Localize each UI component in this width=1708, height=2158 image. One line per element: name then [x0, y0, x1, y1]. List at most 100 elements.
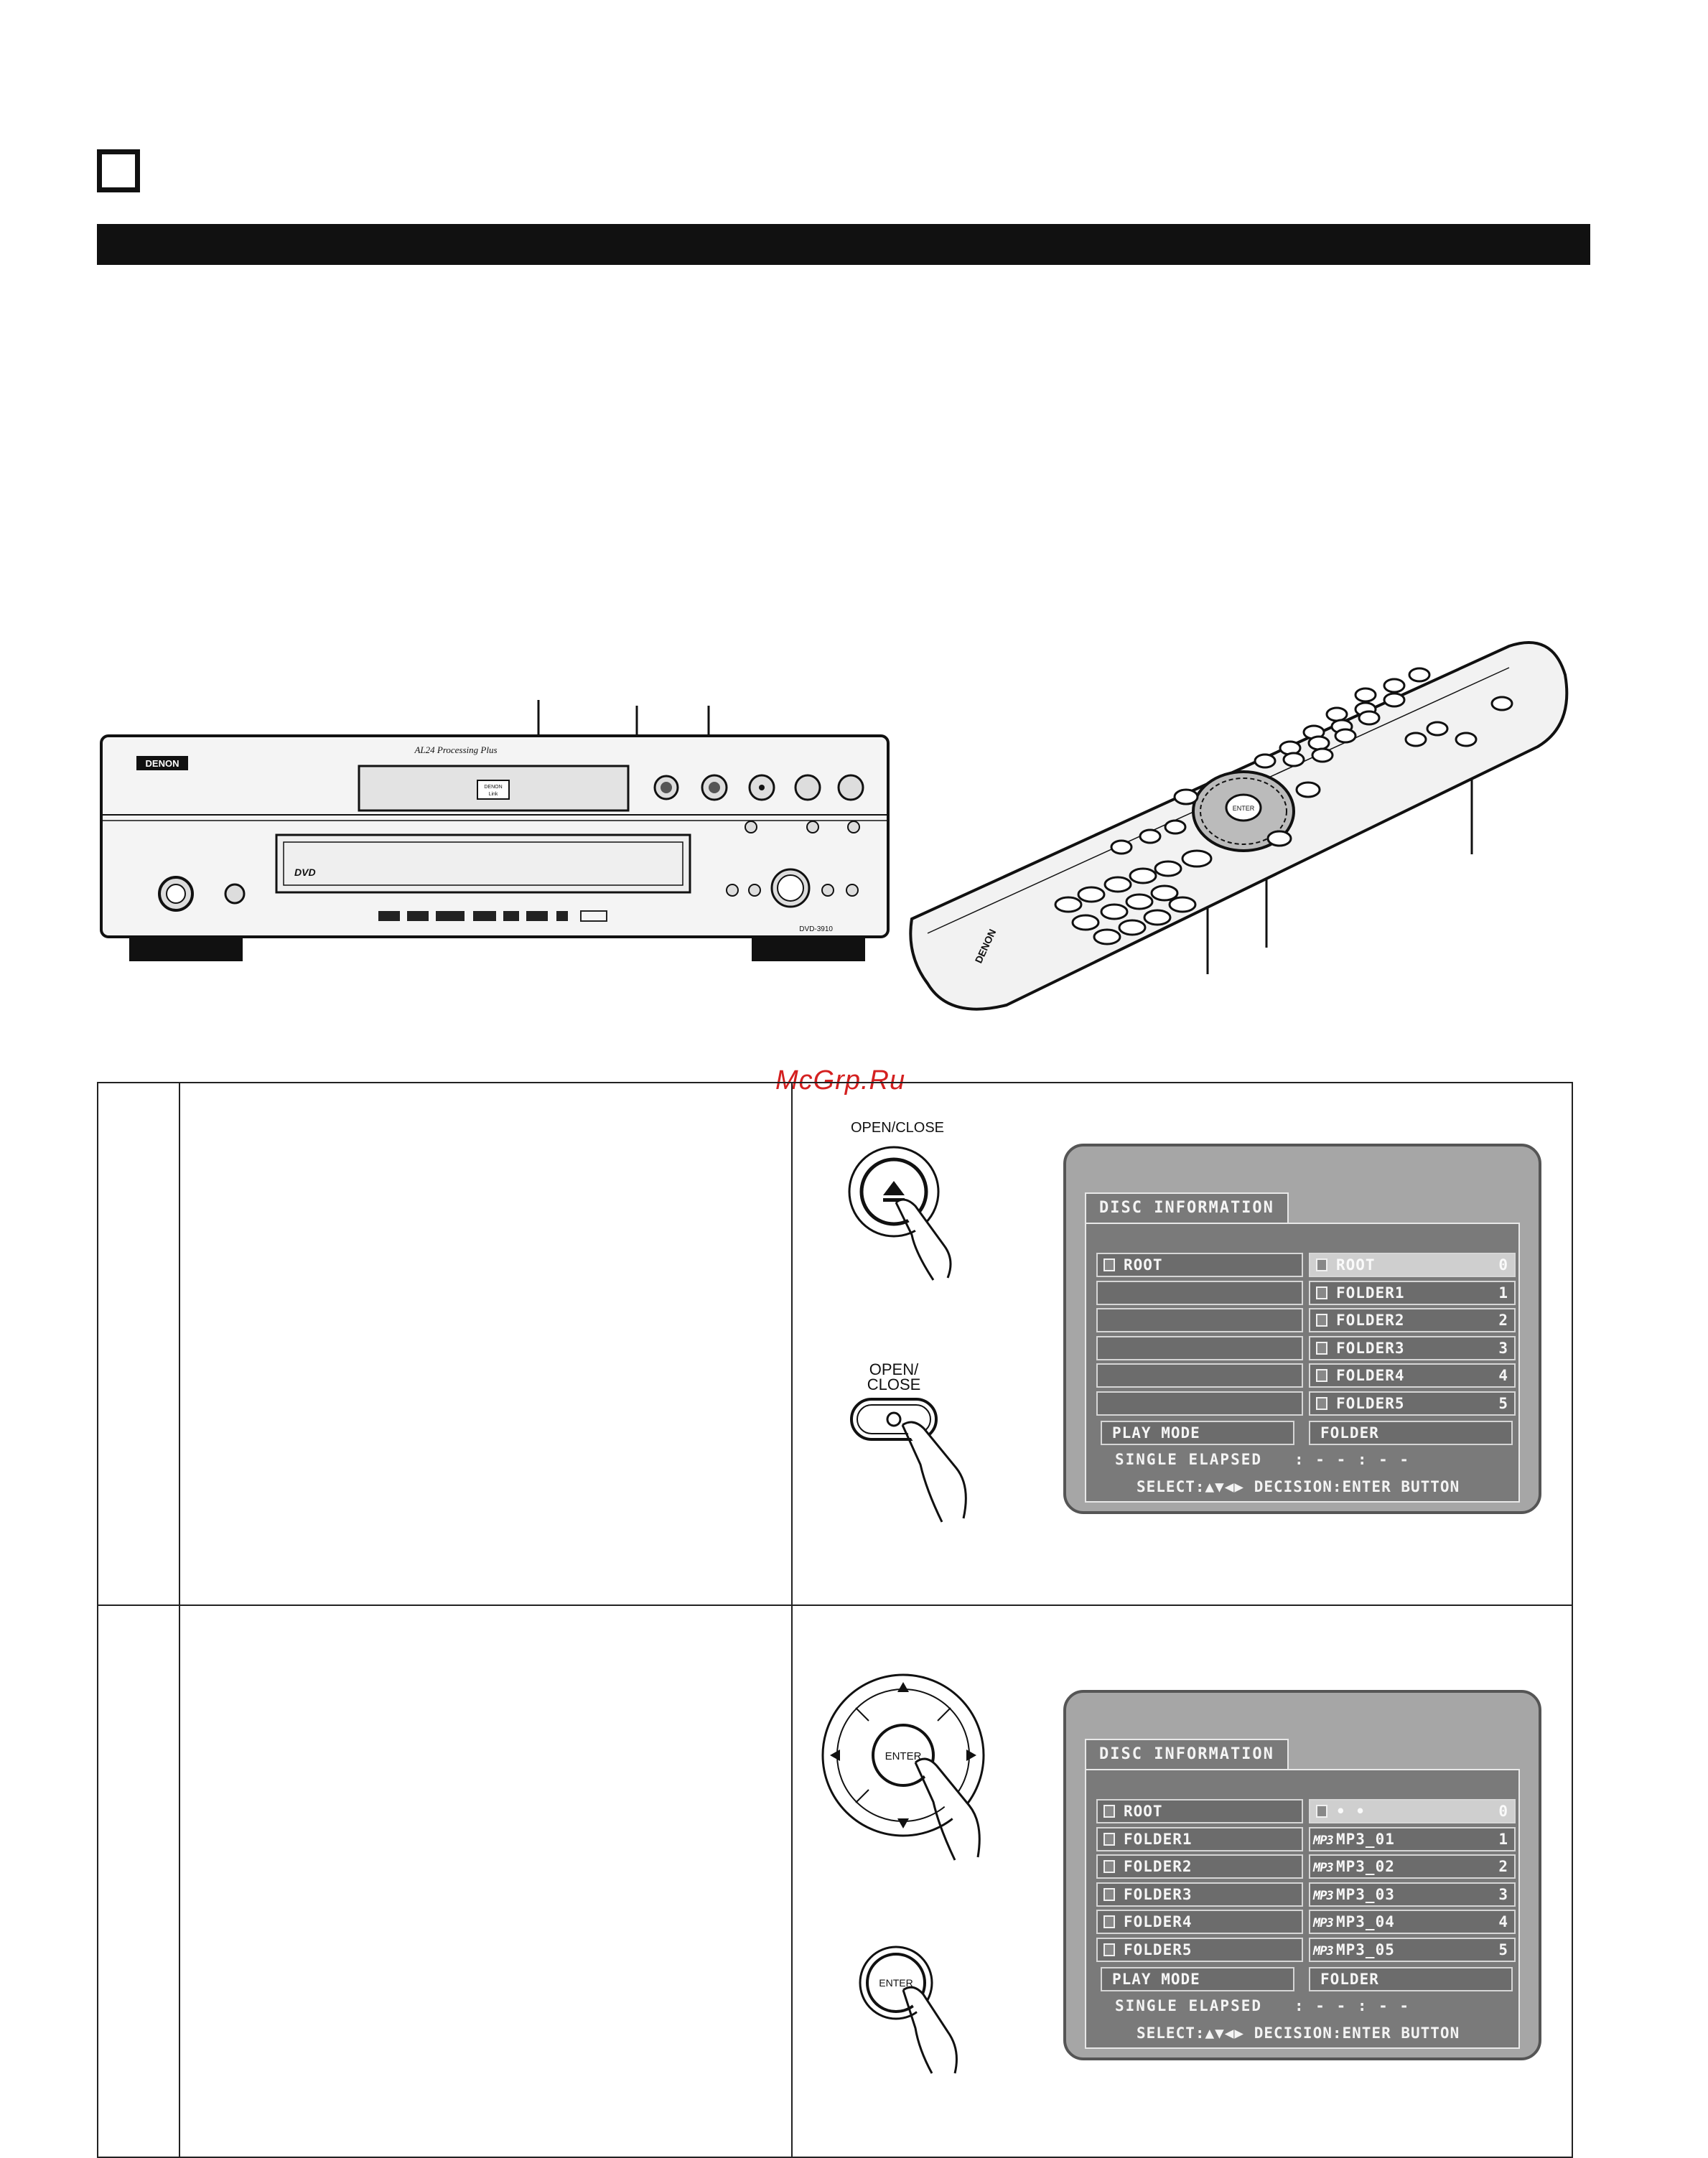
play-mode-label[interactable]: PLAY MODE	[1101, 1421, 1294, 1445]
eject-icon	[883, 1181, 905, 1195]
elapsed-value: : - - : - -	[1294, 1451, 1411, 1468]
osd-item-number: 1	[1498, 1284, 1508, 1302]
mp3-icon: MP3	[1313, 1833, 1334, 1848]
osd-list-item[interactable]: FOLDER4 4	[1309, 1363, 1516, 1388]
osd-item-label: FOLDER4	[1124, 1913, 1193, 1931]
folder-icon	[1316, 1341, 1327, 1355]
osd-list-item[interactable]: FOLDER3	[1096, 1882, 1303, 1907]
osd-item-label: FOLDER5	[1124, 1940, 1193, 1958]
osd-item-number: 5	[1498, 1940, 1508, 1958]
osd-list-item[interactable]: FOLDER2 2	[1309, 1308, 1516, 1333]
osd-tab-title: DISC INFORMATION	[1085, 1192, 1289, 1223]
osd-item-number: 5	[1498, 1394, 1508, 1412]
arrow-up-icon	[897, 1682, 909, 1692]
osd-item-number: 2	[1498, 1312, 1508, 1330]
folder-icon	[1316, 1314, 1327, 1327]
folder-icon	[1103, 1887, 1115, 1901]
osd-list-item[interactable]: ROOT 0	[1309, 1253, 1516, 1277]
osd-item-number: 3	[1498, 1339, 1508, 1357]
arrow-down-icon	[897, 1818, 909, 1828]
osd-list-item[interactable]	[1096, 1391, 1303, 1416]
osd-item-label: FOLDER2	[1336, 1312, 1405, 1330]
folder-icon	[1103, 1805, 1115, 1818]
arrow-left-icon	[830, 1750, 840, 1761]
osd-list-item[interactable]: FOLDER3 3	[1309, 1335, 1516, 1360]
section-title-bar	[97, 224, 1590, 265]
model-label: DVD-3910	[799, 925, 833, 933]
play-mode-value[interactable]: FOLDER	[1309, 1967, 1513, 1991]
remote-enter-label: ENTER	[1233, 805, 1255, 812]
osd-item-label: • •	[1336, 1803, 1366, 1820]
play-mode-label[interactable]: PLAY MODE	[1101, 1967, 1294, 1991]
select-instructions: SELECT:▲▼◀▶ DECISION:ENTER BUTTON	[1137, 1478, 1460, 1495]
osd-list-item[interactable]: FOLDER2	[1096, 1854, 1303, 1879]
osd-list-item[interactable]: ROOT	[1096, 1253, 1303, 1277]
osd-item-number: 1	[1498, 1830, 1508, 1848]
arrow-right-icon	[966, 1750, 976, 1761]
osd-list-item[interactable]: FOLDER5	[1096, 1937, 1303, 1962]
osd-list-item[interactable]: FOLDER1	[1096, 1826, 1303, 1851]
osd-item-label: FOLDER4	[1336, 1367, 1405, 1385]
hand-icon	[914, 1757, 981, 1861]
osd-item-number: 4	[1498, 1367, 1508, 1385]
osd-item-label: ROOT	[1124, 1256, 1163, 1274]
osd-list-item[interactable]	[1096, 1335, 1303, 1360]
elapsed-value: : - - : - -	[1294, 1997, 1411, 2014]
folder-icon	[1103, 1860, 1115, 1874]
osd-list-item[interactable]	[1096, 1308, 1303, 1333]
hand-icon	[901, 1421, 967, 1523]
osd-tab-title: DISC INFORMATION	[1085, 1739, 1289, 1769]
folder-icon	[1316, 1286, 1327, 1299]
elapsed-label: SINGLE ELAPSED	[1115, 1997, 1263, 2014]
folder-icon	[1103, 1832, 1115, 1846]
elapsed-label: SINGLE ELAPSED	[1115, 1451, 1263, 1468]
step-table	[97, 1082, 1573, 2158]
dvd-player-illustration: DENON AL24 Processing Plus DENON Link DV…	[100, 700, 890, 961]
osd-item-number: 0	[1498, 1803, 1508, 1820]
osd-item-label: FOLDER3	[1336, 1339, 1405, 1357]
osd-list-item[interactable]	[1096, 1363, 1303, 1388]
osd-item-label: ROOT	[1336, 1256, 1376, 1274]
osd-item-label: FOLDER1	[1336, 1284, 1405, 1302]
svg-text:DVD: DVD	[294, 867, 316, 878]
osd-list-item[interactable]: • • 0	[1309, 1799, 1516, 1823]
remote-open-close-button-illustration	[850, 1398, 967, 1523]
osd-item-label: FOLDER3	[1124, 1885, 1193, 1903]
svg-text:Link: Link	[489, 792, 498, 797]
osd-item-label: MP3_01	[1336, 1830, 1395, 1848]
enter-label-big: ENTER	[885, 1750, 922, 1762]
folder-icon	[1103, 1943, 1115, 1956]
osd-list-item[interactable]: FOLDER1 1	[1309, 1280, 1516, 1305]
osd-list-item[interactable]: ROOT	[1096, 1799, 1303, 1823]
mp3-icon: MP3	[1313, 1943, 1334, 1958]
brand-logo: DENON	[146, 758, 179, 769]
osd-item-number: 3	[1498, 1885, 1508, 1903]
watermark-text: McGrp.Ru	[775, 1065, 906, 1096]
badge-text: AL24 Processing Plus	[414, 744, 497, 755]
osd-list-item[interactable]: FOLDER4	[1096, 1910, 1303, 1935]
osd-item-label: MP3_03	[1336, 1885, 1395, 1903]
folder-icon	[1316, 1805, 1327, 1818]
folder-icon	[1103, 1915, 1115, 1929]
osd-item-label: MP3_02	[1336, 1858, 1395, 1876]
mp3-icon: MP3	[1313, 1861, 1334, 1876]
osd-item-number: 0	[1498, 1256, 1508, 1274]
osd-item-number: 2	[1498, 1858, 1508, 1876]
folder-icon	[1103, 1258, 1115, 1271]
svg-text:DENON: DENON	[484, 785, 502, 790]
remote-open-caption-1: OPEN/	[869, 1360, 919, 1378]
osd-item-number: 4	[1498, 1913, 1508, 1931]
play-mode-value[interactable]: FOLDER	[1309, 1421, 1513, 1445]
hand-icon	[902, 1986, 958, 2074]
enter-label-small: ENTER	[879, 1977, 913, 1989]
open-close-caption: OPEN/CLOSE	[850, 1120, 945, 1136]
osd-list-item[interactable]	[1096, 1280, 1303, 1305]
